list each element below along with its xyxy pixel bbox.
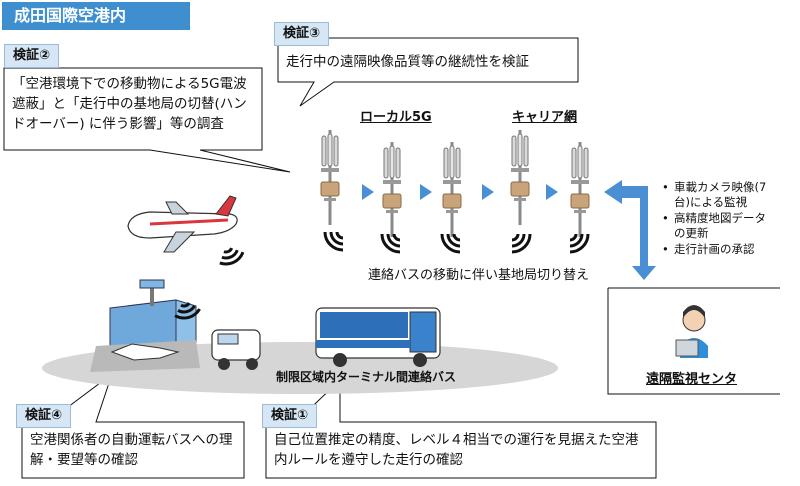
handover-caption: 連絡バスの移動に伴い基地局切り替え (368, 268, 590, 283)
verification1-text: 自己位置推定の精度、レベル４相当での運行を見据えた空港内ルールを遵守した走行の確… (274, 430, 650, 474)
page-title: 成田国際空港内 (2, 2, 190, 30)
verification4-badge: 検証④ (16, 404, 72, 428)
airplane-wave (218, 244, 245, 271)
signal-wave-4 (510, 232, 532, 254)
autonomous-bus-icon (315, 307, 441, 367)
base-station-3 (442, 141, 462, 238)
monitoring-link-arrow (604, 180, 656, 280)
base-station-5 (570, 141, 590, 238)
verification3-badge: 検証③ (274, 22, 330, 46)
terminal-building (90, 279, 200, 372)
verification2-badge: 検証② (4, 44, 60, 68)
base-station-2 (382, 141, 402, 238)
handover-arrows (362, 184, 558, 200)
local5g-label: ローカル5G (360, 110, 432, 125)
monitoring-item: 高精度地図データの更新 (662, 211, 770, 241)
monitoring-item: 車載カメラ映像(7台)による監視 (662, 180, 770, 210)
operator-icon (675, 305, 708, 358)
base-station-4 (510, 129, 530, 226)
monitoring-item: 走行計画の承認 (662, 242, 770, 257)
monitoring-center-label: 遠隔監視センタ (646, 372, 738, 387)
monitoring-center-frame (607, 287, 780, 395)
verification4-text: 空港関係者の自動運転バスへの理解・要望等の確認 (30, 430, 236, 474)
base-station-1 (320, 129, 340, 226)
monitoring-items: 車載カメラ映像(7台)による監視 高精度地図データの更新 走行計画の承認 (662, 180, 770, 258)
signal-wave-1 (323, 230, 345, 252)
verification1-badge: 検証① (262, 404, 318, 428)
bus-route-label: 制限区域内ターミナル間連絡バス (276, 370, 457, 384)
carrier-network-label: キャリア網 (512, 110, 578, 125)
airplane-icon (127, 195, 238, 253)
ground-vehicle-icon (211, 329, 261, 370)
verification3-text: 走行中の遠隔映像品質等の継続性を検証 (286, 52, 572, 74)
verification2-text: 「空港環境下での移動物による5G電波遮蔽」と「走行中の基地局の切替(ハンドオーバ… (12, 74, 258, 146)
